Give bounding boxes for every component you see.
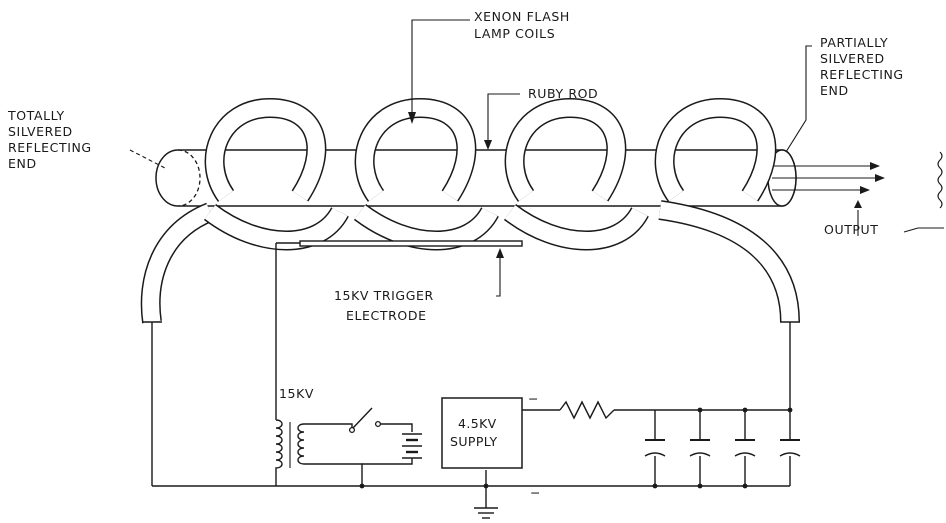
label-totally-4: END bbox=[8, 156, 37, 171]
label-minus-top: − bbox=[528, 391, 539, 406]
ground-symbol bbox=[474, 507, 498, 519]
label-supply-2: SUPPLY bbox=[450, 434, 498, 449]
trigger-electrode bbox=[276, 240, 523, 247]
label-minus-bottom: − bbox=[530, 485, 541, 500]
label-trigger-1: 15KV TRIGGER bbox=[334, 288, 434, 303]
circuit-wires bbox=[151, 243, 793, 508]
resistor bbox=[559, 400, 615, 420]
label-trigger-2: ELECTRODE bbox=[346, 308, 427, 323]
label-supply-1: 4.5KV bbox=[458, 416, 497, 431]
label-totally-3: REFLECTING bbox=[8, 140, 92, 155]
leader-lines bbox=[129, 19, 944, 297]
label-transformer-voltage: 15KV bbox=[279, 386, 314, 401]
label-lamp-coils-2: LAMP COILS bbox=[474, 26, 555, 41]
label-partially-3: REFLECTING bbox=[820, 67, 904, 82]
label-partially-1: PARTIALLY bbox=[820, 35, 888, 50]
label-output: OUTPUT bbox=[824, 222, 879, 237]
label-lamp-coils-1: XENON FLASH bbox=[474, 9, 570, 24]
label-partially-4: END bbox=[820, 83, 849, 98]
label-totally-2: SILVERED bbox=[8, 124, 73, 139]
label-partially-2: SILVERED bbox=[820, 51, 885, 66]
output-beam bbox=[772, 151, 943, 209]
label-ruby-rod: RUBY ROD bbox=[528, 86, 598, 101]
label-totally-1: TOTALLY bbox=[7, 108, 65, 123]
supply-box bbox=[441, 397, 523, 469]
battery bbox=[362, 433, 422, 465]
switch bbox=[348, 407, 413, 434]
labels: XENON FLASH LAMP COILS RUBY ROD TOTALLY … bbox=[7, 9, 904, 500]
totally-silvered-end bbox=[177, 149, 201, 207]
capacitor-bank bbox=[644, 439, 801, 457]
flash-lamp-coils bbox=[140, 97, 800, 324]
